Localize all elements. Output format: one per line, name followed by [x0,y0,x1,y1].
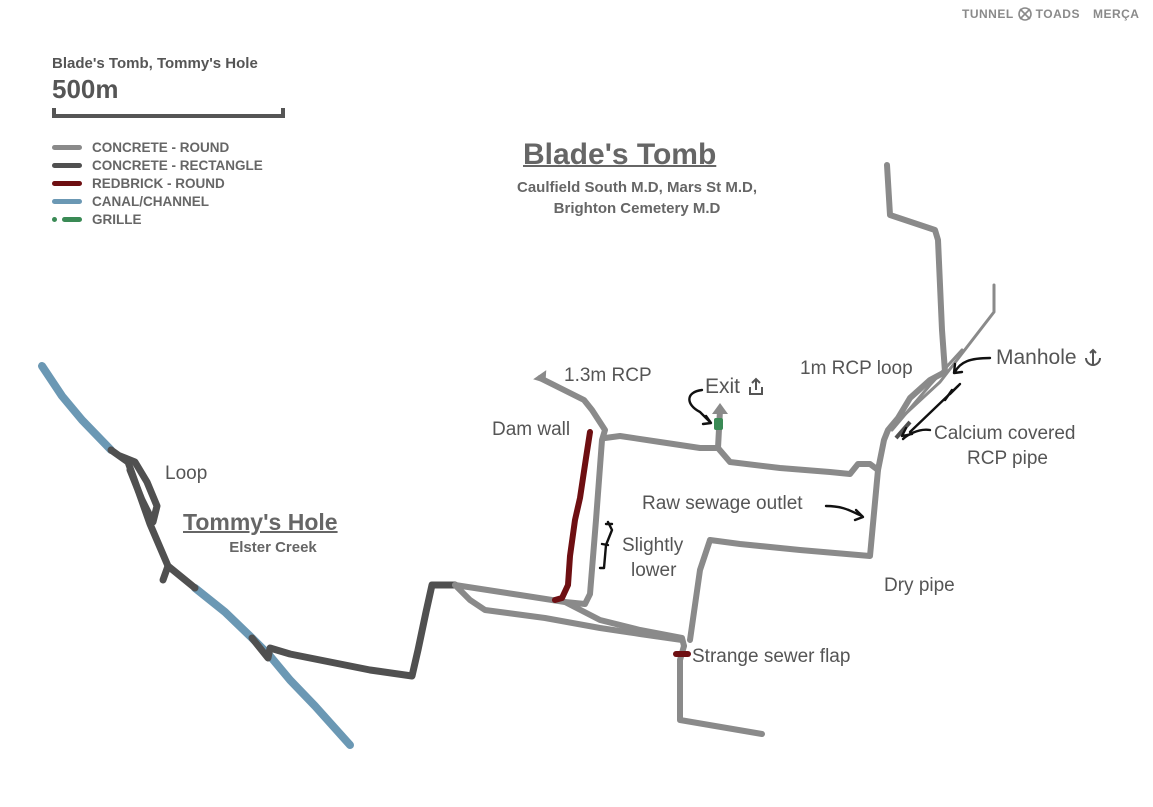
legend-label: CONCRETE - RECTANGLE [92,157,263,173]
label-loop: Loop [165,463,208,484]
label-dry-pipe: Dry pipe [884,575,955,596]
brand-toads-text: TOADS [1035,7,1080,21]
legend-item-canal-channel: CANAL/CHANNEL [52,193,263,211]
map-title: Blade's Tomb, Tommy's Hole [52,55,258,72]
label-raw-sewage-outlet: Raw sewage outlet [642,493,803,514]
scale-label: 500m [52,74,119,104]
label-1m-rcp-loop: 1m RCP loop [800,358,913,379]
manhole-label-text: Manhole [996,346,1077,369]
legend-label: CANAL/CHANNEL [92,194,209,210]
crossed-circle-icon [1017,7,1032,21]
label-calcium-1: Calcium covered [934,423,1076,444]
redbrick-round-pipes [552,429,691,657]
label-strange-sewer-flap: Strange sewer flap [692,646,851,667]
legend-item-concrete-round: CONCRETE - ROUND [52,138,263,156]
legend-item-concrete-rectangle: CONCRETE - RECTANGLE [52,156,263,174]
branding: TUNNEL TOADS MERÇA [962,6,1139,22]
legend-swatch [52,199,82,205]
tommys-hole-subtitle: Elster Creek [229,539,317,556]
legend-swatch [52,144,82,150]
label-slightly-lower-2: lower [631,560,677,581]
legend-swatch [52,180,82,186]
label-13m-rcp: 1.3m RCP [564,365,652,386]
blades-tomb-title: Blade's Tomb [523,138,717,171]
label-calcium-2: RCP pipe [967,448,1048,469]
tommys-hole-title: Tommy's Hole [183,509,338,535]
scale-bar [52,108,285,118]
rcp-arrow-head [533,370,547,383]
exit-grille [714,418,723,430]
brand-credit-text: MERÇA [1092,7,1140,21]
label-manhole: Manhole [996,346,1103,370]
legend-label: REDBRICK - ROUND [92,175,225,191]
label-slightly-lower-1: Slightly [622,535,684,556]
exit-label-text: Exit [705,375,741,398]
legend: CONCRETE - ROUND CONCRETE - RECTANGLE RE… [52,138,263,229]
legend-label: CONCRETE - ROUND [92,139,230,155]
blades-tomb-subtitle-1: Caulfield South M.D, Mars St M.D, [516,179,757,196]
manhole-anchor-icon [1084,348,1101,366]
calcium-pipe-segment [894,420,912,440]
rcp-loop-lines [886,283,996,432]
legend-swatch-grille [52,217,82,223]
annotation-pointers [598,356,992,570]
legend-item-redbrick-round: REDBRICK - ROUND [52,174,263,192]
legend-item-grille: GRILLE [52,211,263,229]
label-exit: Exit [705,375,766,399]
legend-label: GRILLE [92,212,142,228]
concrete-rectangle-pipes [107,446,459,680]
brand-tunnel-text: TUNNEL [962,7,1014,21]
blades-tomb-subtitle-2: Brighton Cemetery M.D [553,200,721,217]
legend-swatch [52,162,82,168]
exit-arrow-head [712,403,728,414]
label-dam-wall: Dam wall [492,419,571,440]
share-up-icon [749,377,764,395]
